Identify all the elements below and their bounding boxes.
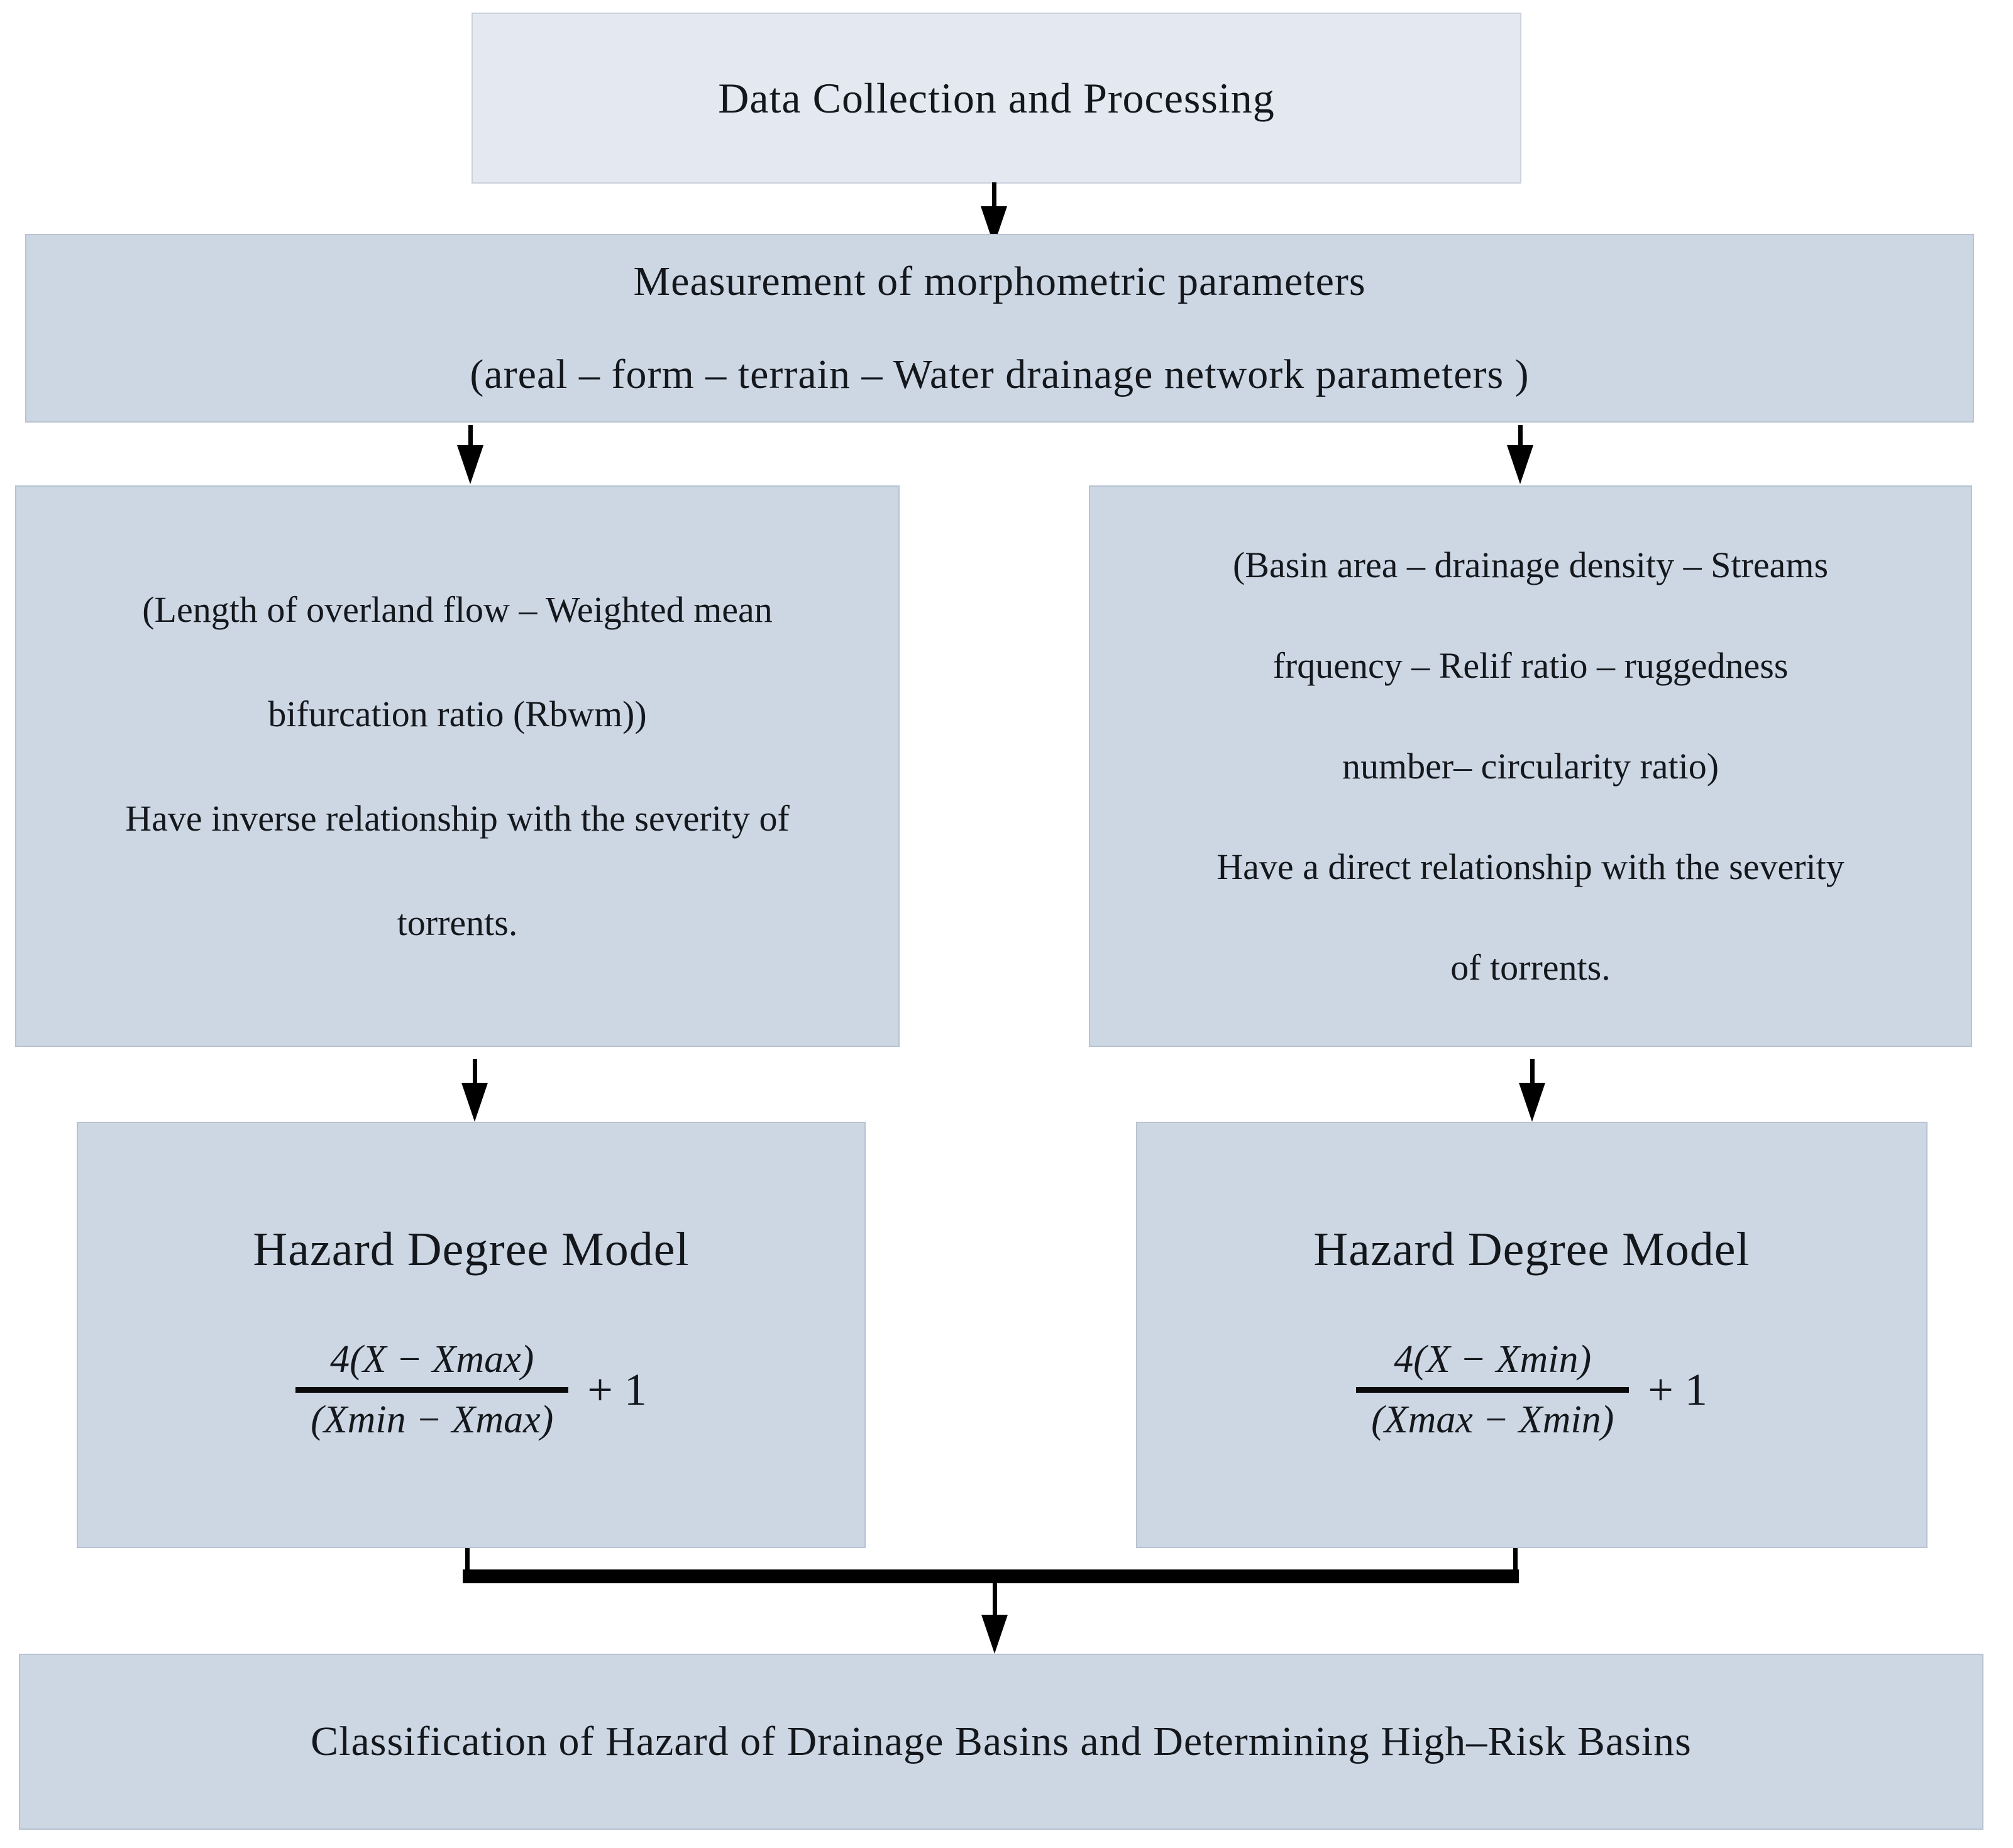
arrow-head bbox=[457, 445, 483, 484]
hazard-formula-right: 4(X − Xmin) (Xmax − Xmin) + 1 bbox=[1356, 1332, 1707, 1447]
arrow-head bbox=[981, 1615, 1008, 1654]
arrow-down-classification-icon bbox=[981, 1583, 1008, 1654]
direct-parameters-line-3: number– circularity ratio) bbox=[1342, 745, 1719, 787]
direct-parameters-box: (Basin area – drainage density – Streams… bbox=[1089, 485, 1972, 1047]
classification-box: Classification of Hazard of Drainage Bas… bbox=[19, 1654, 1983, 1830]
fraction-bar bbox=[295, 1387, 569, 1393]
direct-parameters-line-1: (Basin area – drainage density – Streams bbox=[1232, 544, 1829, 585]
arrow-stem bbox=[468, 425, 473, 445]
arrow-down-left-model-icon bbox=[461, 1059, 488, 1122]
inverse-parameters-box: (Length of overland flow – Weighted mean… bbox=[15, 485, 900, 1047]
arrow-stem bbox=[992, 1583, 997, 1615]
inverse-parameters-line-3: Have inverse relationship with the sever… bbox=[125, 797, 790, 839]
hazard-model-box-left: Hazard Degree Model 4(X − Xmax) (Xmin − … bbox=[77, 1122, 866, 1548]
hazard-model-box-right: Hazard Degree Model 4(X − Xmin) (Xmax − … bbox=[1136, 1122, 1928, 1548]
inverse-parameters-line-1: (Length of overland flow – Weighted mean bbox=[142, 589, 773, 630]
hazard-model-title-right: Hazard Degree Model bbox=[1313, 1223, 1750, 1276]
measurement-line-2: (areal – form – terrain – Water drainage… bbox=[470, 351, 1530, 397]
fraction-denominator: (Xmax − Xmin) bbox=[1371, 1398, 1614, 1441]
inverse-parameters-line-4: torrents. bbox=[397, 902, 518, 943]
arrow-stem bbox=[1530, 1059, 1535, 1083]
arrow-stem bbox=[991, 182, 996, 206]
merge-right-stem bbox=[1513, 1548, 1518, 1572]
inverse-parameters-line-2: bifurcation ratio (Rbwm)) bbox=[268, 693, 647, 734]
arrow-stem bbox=[1518, 425, 1523, 445]
classification-label: Classification of Hazard of Drainage Bas… bbox=[311, 1718, 1692, 1764]
arrow-down-right-parameters-icon bbox=[1506, 425, 1534, 484]
data-collection-label: Data Collection and Processing bbox=[718, 74, 1275, 122]
fraction-bar bbox=[1356, 1387, 1630, 1393]
formula-suffix: + 1 bbox=[587, 1364, 647, 1415]
merge-left-stem bbox=[465, 1548, 470, 1572]
fraction-numerator: 4(X − Xmax) bbox=[330, 1338, 534, 1381]
direct-parameters-line-5: of torrents. bbox=[1450, 946, 1611, 988]
fraction-right: 4(X − Xmin) (Xmax − Xmin) bbox=[1356, 1332, 1630, 1447]
data-collection-box: Data Collection and Processing bbox=[472, 13, 1521, 184]
direct-parameters-line-4: Have a direct relationship with the seve… bbox=[1216, 846, 1845, 887]
fraction-denominator: (Xmin − Xmax) bbox=[311, 1398, 554, 1441]
fraction-numerator: 4(X − Xmin) bbox=[1394, 1338, 1592, 1381]
arrow-down-right-model-icon bbox=[1518, 1059, 1546, 1122]
arrow-head bbox=[461, 1083, 488, 1122]
hazard-model-title-left: Hazard Degree Model bbox=[253, 1223, 690, 1276]
arrow-head bbox=[1507, 445, 1533, 484]
arrow-head bbox=[1519, 1083, 1545, 1122]
measurement-box: Measurement of morphometric parameters (… bbox=[25, 234, 1974, 423]
arrow-down-left-parameters-icon bbox=[456, 425, 484, 484]
arrow-stem bbox=[472, 1059, 477, 1083]
formula-suffix: + 1 bbox=[1648, 1364, 1707, 1415]
hazard-formula-left: 4(X − Xmax) (Xmin − Xmax) + 1 bbox=[295, 1332, 647, 1447]
merge-bar bbox=[463, 1569, 1519, 1583]
measurement-line-1: Measurement of morphometric parameters bbox=[633, 258, 1366, 304]
direct-parameters-line-2: frquency – Relif ratio – ruggedness bbox=[1272, 645, 1789, 686]
fraction-left: 4(X − Xmax) (Xmin − Xmax) bbox=[295, 1332, 569, 1447]
